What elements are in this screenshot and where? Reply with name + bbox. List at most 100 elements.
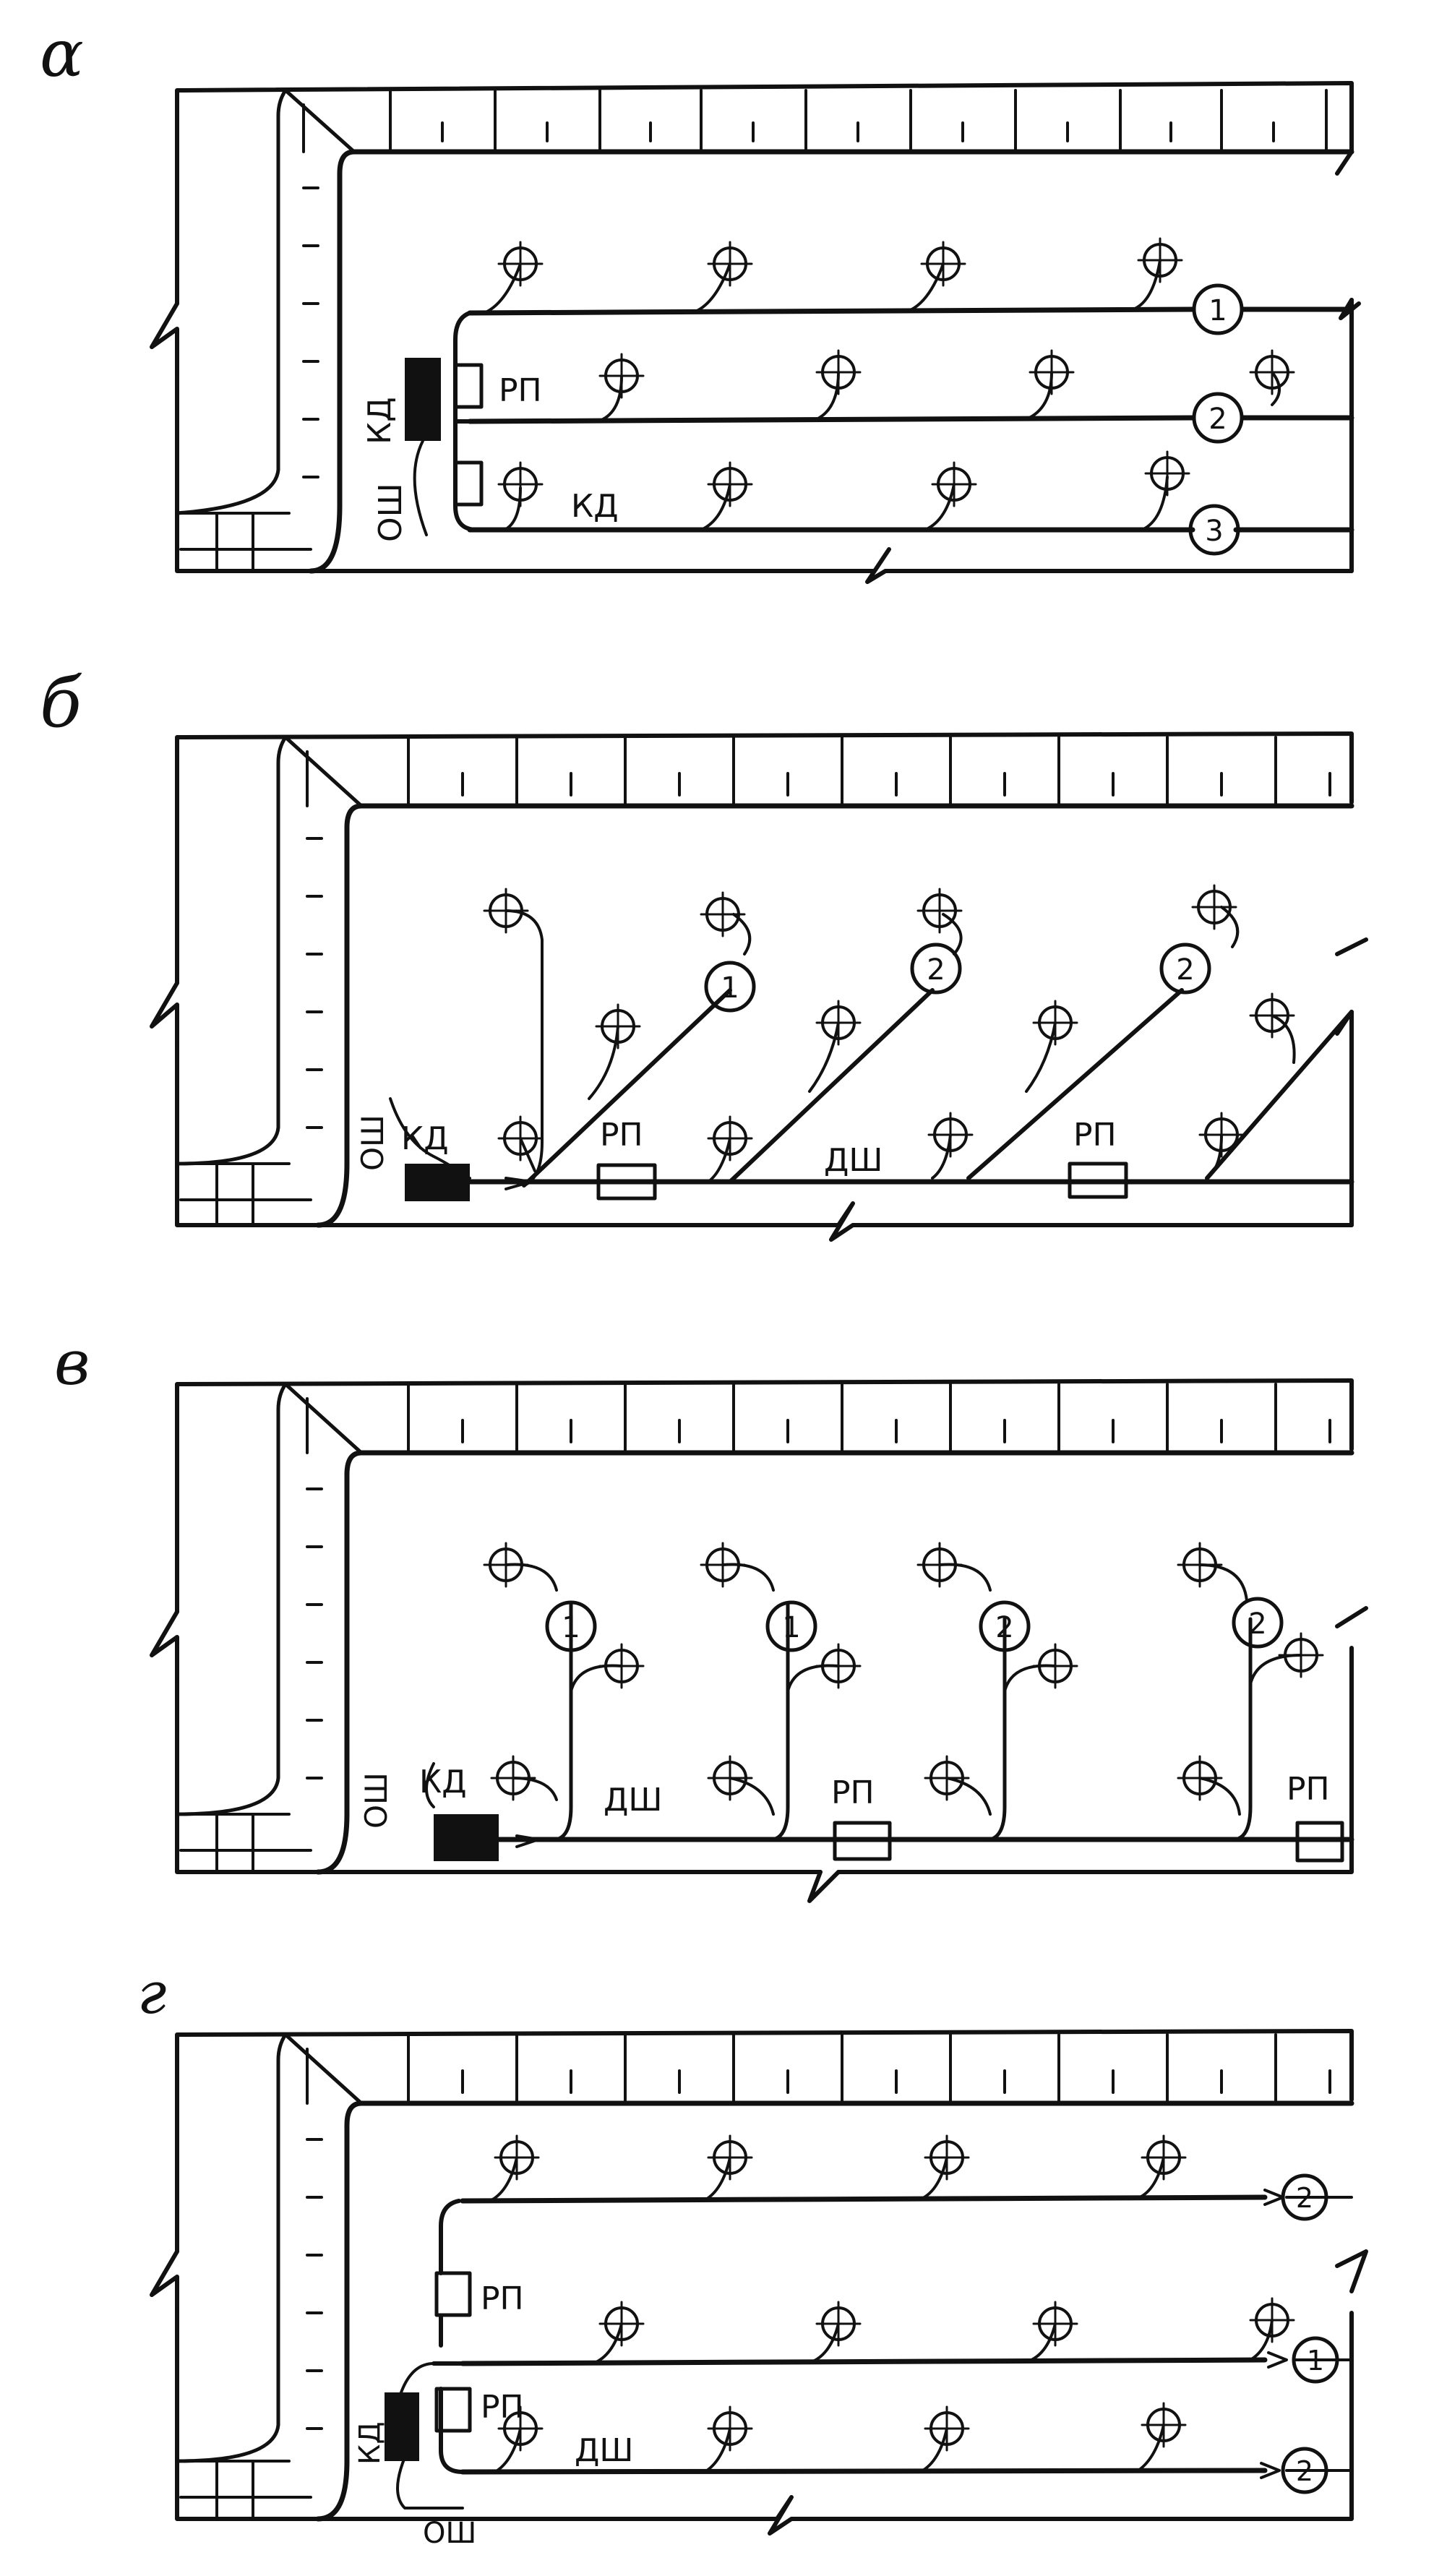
lamp-icon (1278, 1632, 1324, 1678)
panel-v: в (54, 1328, 1368, 1903)
line-number: 2 (995, 1611, 1013, 1644)
panel-v-line-markers: 1 1 2 2 (545, 1597, 1284, 1652)
lamp-icon (1029, 349, 1075, 395)
panel-v-equipment (434, 1814, 1344, 1863)
line-number: 2 (1208, 403, 1227, 436)
main-box-label: КД (419, 1764, 467, 1800)
panel-a-equipment (405, 358, 484, 536)
lamp-icon (1032, 2301, 1078, 2347)
main-box-icon (434, 1814, 499, 1861)
panel-g-lamps (494, 2134, 1295, 2452)
rp-label: РП (1073, 1117, 1117, 1154)
lamp-icon (483, 1542, 529, 1588)
line-number: 3 (1205, 515, 1223, 548)
main-box-label: КД (401, 1120, 449, 1157)
panel-g-line-markers: 2 1 2 (1281, 2173, 1339, 2494)
lamp-icon (1177, 1755, 1223, 1801)
lamp-icon (497, 1115, 544, 1162)
lamp-icon (1141, 2402, 1187, 2448)
shield-label: ОШ (358, 1772, 394, 1829)
line-number: 1 (782, 1611, 800, 1644)
panel-v-labels: ОШ КД ДШ РП РП (358, 1764, 1330, 1829)
panel-v-lamps (483, 1542, 1324, 1801)
rp-label: РП (831, 1774, 875, 1811)
busbar-label: ДШ (575, 2432, 633, 2469)
lamp-icon (707, 1115, 753, 1162)
panel-a: α (40, 16, 1361, 584)
lamp-icon (1191, 884, 1237, 930)
busbar-label: ДШ (604, 1782, 662, 1819)
lamp-icon (707, 1755, 753, 1801)
lamp-icon (1177, 1542, 1223, 1588)
rp-label: РП (600, 1117, 643, 1154)
lamp-icon (595, 1003, 641, 1049)
panel-v-letter: в (54, 1328, 90, 1399)
lamp-icon (815, 1643, 862, 1689)
lamp-icon (497, 2405, 544, 2452)
line-number: 2 (1296, 2182, 1313, 2214)
lamp-icon (490, 1755, 536, 1801)
cable-label: КД (571, 488, 619, 525)
lamp-icon (1198, 1112, 1245, 1158)
lamp-icon (815, 349, 862, 395)
panel-b: б (40, 664, 1368, 1242)
panel-a-lamps (497, 237, 1295, 507)
lamp-icon (924, 2405, 970, 2452)
lamp-icon (707, 2134, 753, 2181)
lamp-icon (707, 2405, 753, 2452)
lamp-icon (931, 461, 977, 507)
line-number: 2 (1176, 953, 1194, 987)
panel-b-room-outline (150, 731, 1368, 1242)
distribution-panel-icon (453, 363, 484, 409)
lamp-icon (1144, 450, 1190, 497)
distribution-panel-icon (1068, 1162, 1128, 1199)
lamp-icon (1249, 992, 1295, 1039)
main-box-icon (405, 358, 441, 441)
distribution-panel-icon (1295, 1821, 1344, 1863)
lamp-icon (1249, 349, 1295, 395)
panel-a-letter: α (40, 16, 84, 92)
lamp-icon (483, 888, 529, 934)
shield-label: ОШ (372, 483, 409, 542)
panel-v-room-outline (150, 1378, 1368, 1903)
line-number: 1 (721, 971, 739, 1005)
lamp-icon (916, 1542, 963, 1588)
busbar-label: ДШ (824, 1142, 883, 1179)
panel-g: г (137, 1959, 1368, 2550)
shield-label: ОШ (423, 2517, 476, 2550)
panel-b-labels: ОШ КД РП ДШ РП (355, 1115, 1117, 1179)
lamp-icon (494, 2134, 540, 2181)
lamp-icon (1137, 237, 1183, 283)
line-number: 2 (927, 953, 945, 987)
line-number: 2 (1248, 1607, 1266, 1641)
rp-label: РП (1287, 1771, 1330, 1808)
panel-g-equipment (385, 2271, 472, 2461)
panel-b-lamps (483, 884, 1295, 1162)
panel-b-letter: б (40, 664, 82, 743)
lamp-icon (497, 461, 544, 507)
lamp-icon (927, 1112, 974, 1158)
distribution-panel-icon (453, 460, 484, 507)
panel-g-room-outline (150, 2029, 1368, 2536)
lamp-icon (497, 241, 544, 287)
lamp-icon (598, 353, 645, 399)
lamp-icon (815, 2301, 862, 2347)
lamp-icon (924, 1755, 970, 1801)
panel-g-wiring (396, 2156, 1353, 2510)
distribution-panel-icon (434, 2271, 472, 2317)
shield-label: ОШ (355, 1115, 390, 1171)
line-number: 1 (562, 1611, 580, 1644)
panel-a-line-markers: 1 2 3 (1188, 283, 1244, 556)
lamp-icon (1032, 1643, 1078, 1689)
panel-a-labels: КД ОШ РП КД (361, 372, 619, 542)
panel-v-wiring (425, 1563, 1354, 1848)
lamp-icon (1141, 2134, 1187, 2181)
main-box-label: КД (353, 2421, 387, 2465)
lamp-icon (598, 1643, 645, 1689)
panel-g-labels: КД ОШ РП РП ДШ (353, 2280, 633, 2550)
main-box-label: КД (361, 397, 398, 445)
rp-label: РП (481, 2389, 524, 2426)
distribution-panel-icon (596, 1163, 657, 1201)
lamp-icon (700, 891, 746, 937)
